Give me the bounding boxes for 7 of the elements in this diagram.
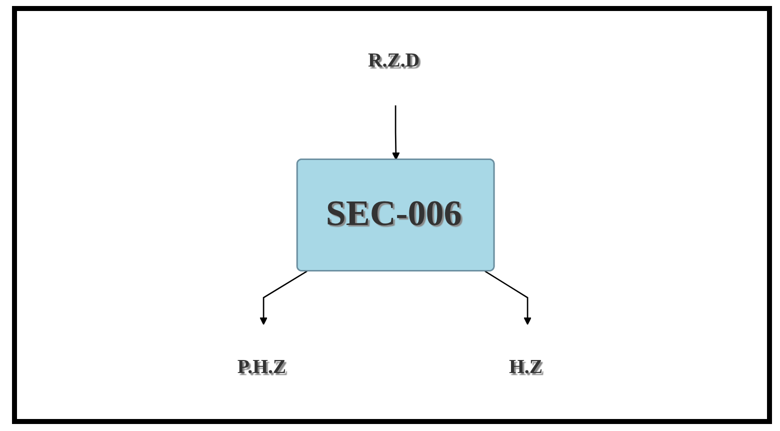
node-text: P.H.Z (238, 355, 286, 378)
arrow (260, 270, 308, 325)
node-text: H.Z (509, 355, 543, 378)
arrow (484, 270, 532, 325)
frame-border: R.Z.D SEC-006 P.H.Z H.Z (12, 6, 772, 424)
arrow (392, 105, 400, 160)
node-text: R.Z.D (368, 48, 420, 72)
